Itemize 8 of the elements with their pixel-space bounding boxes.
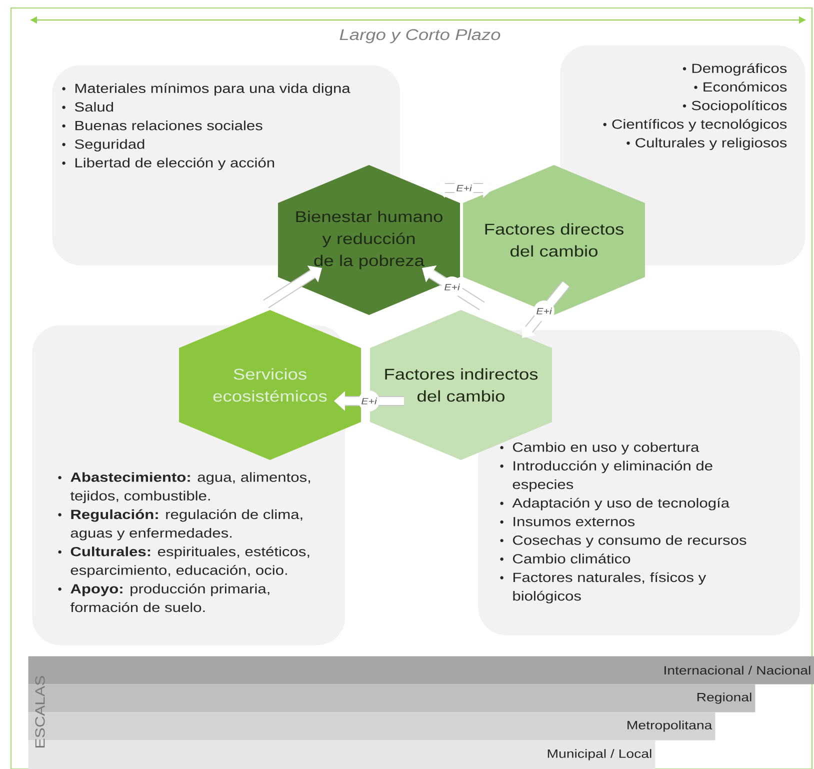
edge-label: E+i bbox=[454, 178, 474, 198]
scale-axis-label: ESCALAS bbox=[35, 676, 45, 748]
hexagon: Servicios ecosistémicos bbox=[179, 310, 361, 460]
arrow bbox=[263, 266, 322, 308]
timescale-label: Largo y Corto Plazo bbox=[340, 28, 500, 44]
edge-label: E+i bbox=[358, 390, 380, 412]
edge-label: E+i bbox=[442, 276, 462, 298]
edge-label: E+i bbox=[534, 300, 554, 322]
